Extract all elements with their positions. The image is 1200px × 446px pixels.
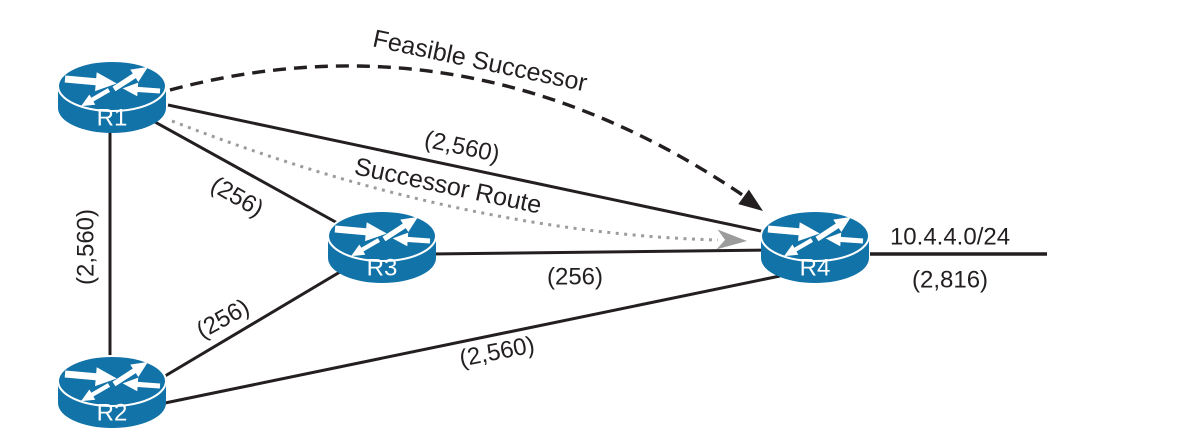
router-r1: R1: [57, 59, 167, 134]
router-r4: R4: [760, 209, 870, 284]
router-label: R3: [367, 255, 398, 282]
feasible-successor-path: [169, 64, 745, 198]
router-label: R2: [97, 400, 128, 427]
router-r3: R3: [327, 209, 437, 284]
physical-links: [108, 103, 1047, 405]
router-label: R1: [97, 105, 128, 132]
successor-route-arrowhead-icon: [716, 229, 747, 250]
network-metric-label: (2,816): [912, 267, 988, 294]
router-label: R4: [800, 255, 831, 282]
network-prefix-label: 10.4.4.0/24: [890, 224, 1010, 251]
link-r1-r3: [154, 120, 351, 232]
link-r3-r4: [429, 248, 776, 256]
link-cost-label-r3-r4: (256): [547, 264, 603, 291]
feasible-successor-arrowhead-icon: [738, 189, 763, 211]
link-cost-label-r2-r4: (2,560): [457, 331, 537, 372]
feasible-successor-label: Feasible Successor: [370, 25, 589, 98]
link-cost-label-r1-r2: (2,560): [73, 209, 100, 285]
link-r2-r3: [164, 261, 356, 378]
link-r1-r4: [167, 103, 771, 235]
successor-route-label: Successor Route: [352, 153, 544, 220]
link-r2-r4: [164, 274, 781, 405]
link-cost-label-r2-r3: (256): [192, 294, 254, 345]
router-r2: R2: [57, 354, 167, 429]
